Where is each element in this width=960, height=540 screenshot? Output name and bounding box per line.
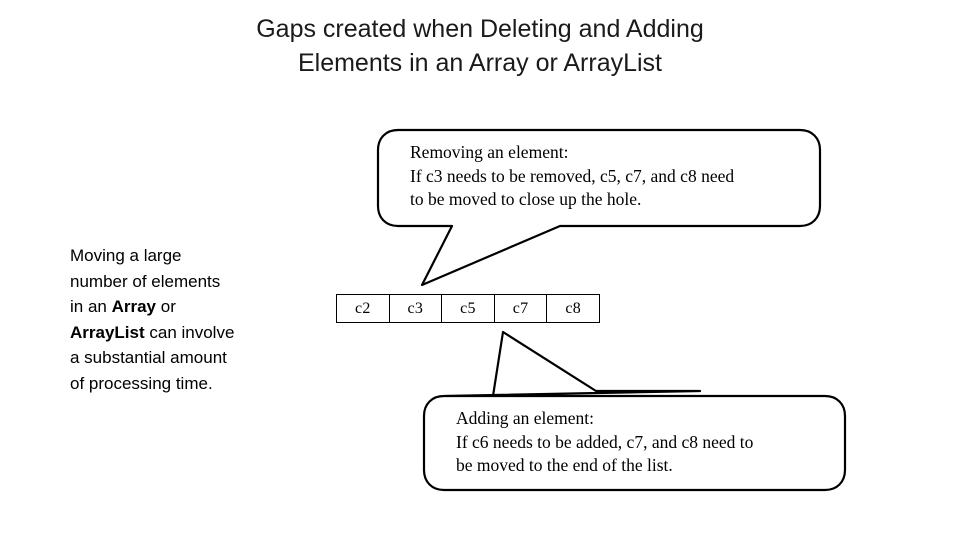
adding-callout-line-2: If c6 needs to be added, c7, and c8 need…	[456, 431, 754, 452]
removing-callout-line-1: Removing an element:	[410, 142, 569, 162]
left-note-line-6: of processing time.	[70, 373, 213, 393]
left-note-term-arraylist: ArrayList	[70, 322, 145, 342]
array-cells-row: c2 c3 c5 c7 c8	[336, 294, 600, 323]
adding-callout-line-1: Adding an element:	[456, 408, 595, 428]
left-note-line-3-suffix: or	[156, 297, 176, 316]
adding-callout-line-3: be moved to the end of the list.	[456, 455, 673, 475]
left-note-line-1: Moving a large	[70, 246, 182, 265]
left-note-line-5: a substantial amount	[70, 348, 227, 367]
left-explanatory-note: Moving a large number of elements in an …	[70, 243, 295, 396]
array-cell-1[interactable]: c3	[390, 295, 443, 322]
removing-callout-line-2: If c3 needs to be removed, c5, c7, and c…	[410, 165, 735, 186]
removing-an-element-callout-text: Removing an element: If c3 needs to be r…	[410, 141, 734, 212]
array-cell-4[interactable]: c8	[565, 299, 582, 317]
page-title-line-1: Gaps created when Deleting and Adding	[256, 15, 704, 43]
adding-an-element-callout-text: Adding an element: If c6 needs to be add…	[456, 407, 753, 478]
left-note-line-3-prefix: in an	[70, 297, 112, 316]
page-title-line-2: Elements in an Array or ArrayList	[297, 49, 663, 77]
removing-callout-line-3: to be moved to close up the hole.	[410, 189, 642, 209]
array-cell-0[interactable]: c2	[337, 295, 390, 322]
left-note-term-array: Array	[111, 297, 157, 316]
array-cell-2[interactable]: c5	[442, 295, 495, 322]
array-cell-3[interactable]: c7	[495, 295, 548, 322]
page-title: Gaps created when Deleting and Adding El…	[160, 12, 800, 80]
left-note-line-2: number of elements	[70, 271, 221, 291]
left-note-line-4-suffix: can involve	[144, 322, 235, 342]
